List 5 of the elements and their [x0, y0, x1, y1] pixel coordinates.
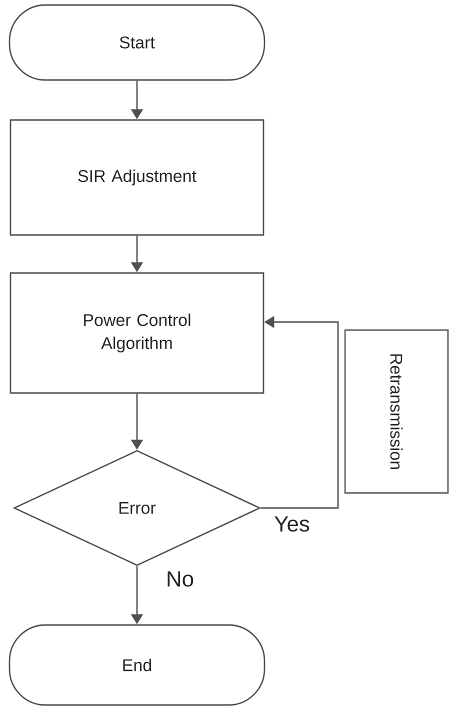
process-box: SIR Adjustment	[10, 119, 264, 236]
edge-label: Yes	[273, 515, 311, 533]
note-box: Retransmission	[344, 329, 449, 494]
process-box: Power Control Algorithm	[10, 272, 264, 394]
edge-label: No	[164, 570, 196, 588]
